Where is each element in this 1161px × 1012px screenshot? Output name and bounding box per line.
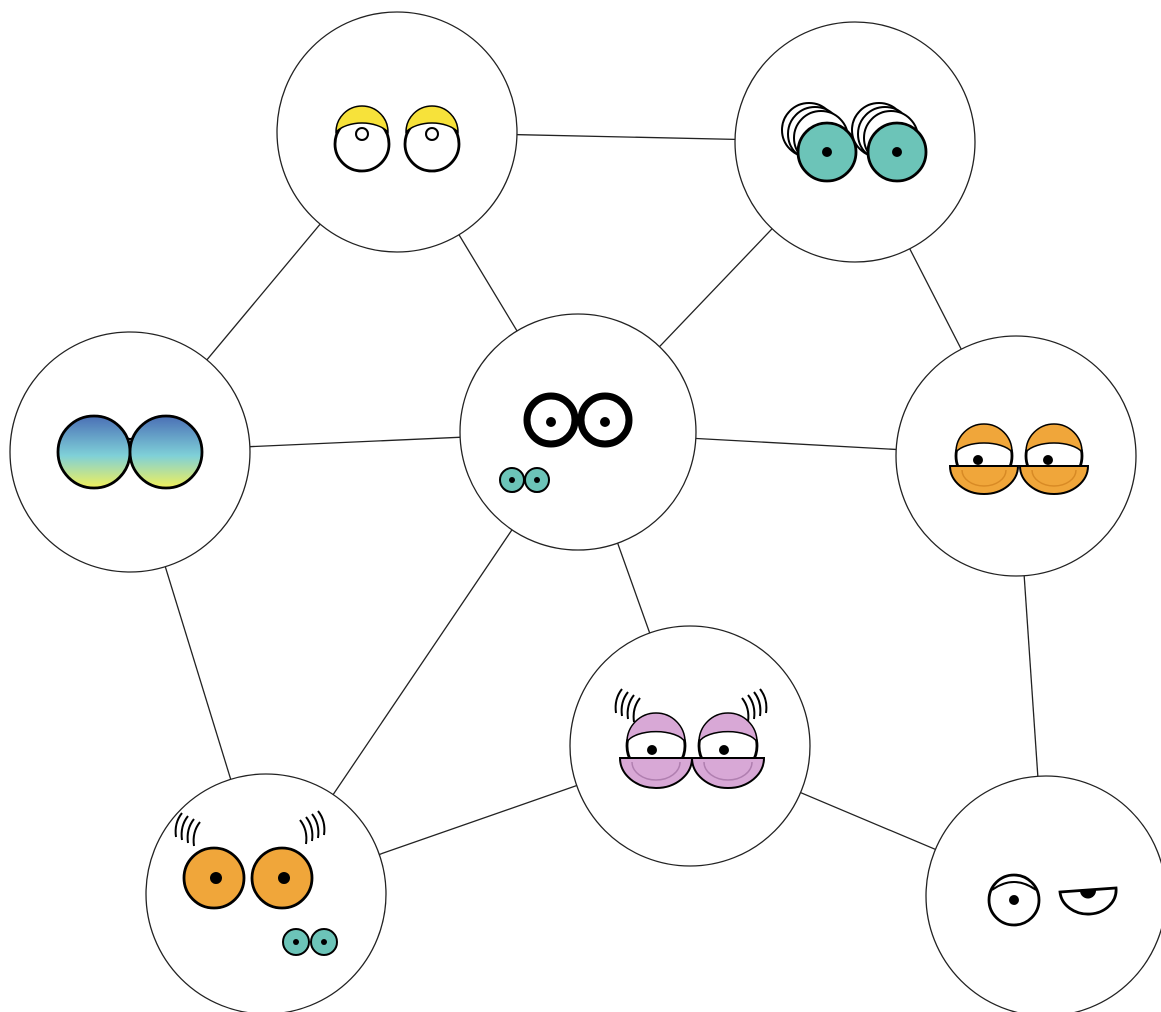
stacked-teal-eyes-icon bbox=[781, 102, 928, 183]
eyes-looking-up-yellow-lids-icon bbox=[333, 105, 461, 173]
node-bold-eyes bbox=[459, 313, 697, 551]
orange-lashed-eyes-with-teal-eyes-icon bbox=[174, 810, 338, 956]
node-yellow-lid-eyes bbox=[276, 11, 518, 253]
node-pink-lash-eyes bbox=[569, 625, 811, 867]
winking-eyes-icon bbox=[987, 873, 1118, 927]
node-stacked-teal-eyes bbox=[734, 21, 976, 263]
node-goggle-eyes bbox=[9, 331, 251, 573]
node-winking-eyes bbox=[925, 775, 1161, 1012]
nodes bbox=[9, 11, 1161, 1012]
node-orange-lash-eyes bbox=[145, 773, 387, 1012]
node-orange-sleepy-eyes bbox=[895, 335, 1137, 577]
node-circle bbox=[459, 313, 697, 551]
node-circle bbox=[925, 775, 1161, 1012]
gradient-goggle-eyes-icon bbox=[56, 414, 204, 490]
node-circle bbox=[895, 335, 1137, 577]
orange-half-lid-eyes-icon bbox=[948, 423, 1090, 495]
node-circle bbox=[569, 625, 811, 867]
node-circle bbox=[276, 11, 518, 253]
bold-ring-eyes-with-small-teal-eyes-icon bbox=[499, 392, 633, 493]
pink-lashed-sleepy-eyes-icon bbox=[614, 688, 768, 789]
